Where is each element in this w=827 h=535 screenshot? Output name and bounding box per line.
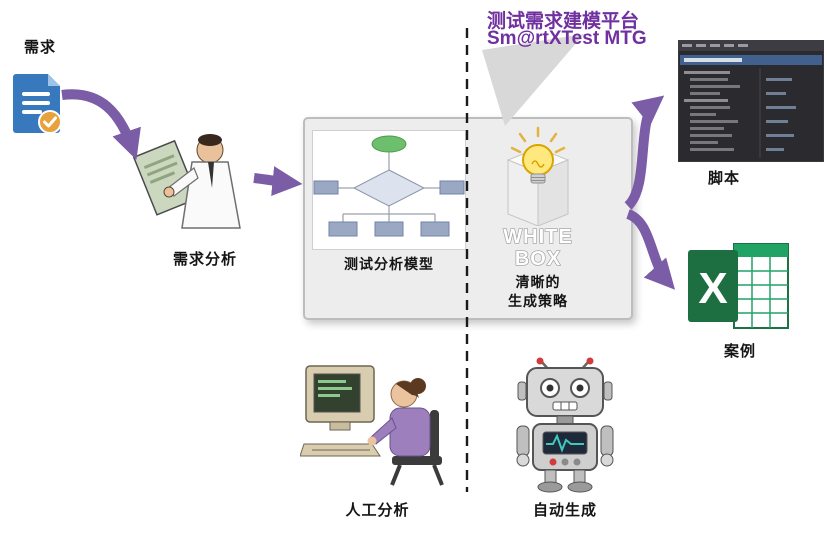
manual-analysis-illustration [300,365,444,486]
check-icon [38,110,62,134]
auto-generation-label: 自动生成 [532,502,597,519]
requirements-analysis-label: 需求分析 [172,251,237,268]
strategy-line1-label: 清晰的 [515,274,561,290]
arrow-analysis-to-model [253,166,303,196]
lightbulb-whitebox-icon [506,126,570,226]
requirements-document-icon [13,74,62,134]
auto-generation-robot [516,357,614,493]
script-editor-screenshot [678,40,824,162]
cases-label: 案例 [723,343,756,360]
arrow-requirements-to-analysis [61,89,141,160]
analyst-figure [132,134,241,229]
requirements-label: 需求 [23,39,56,56]
test-analysis-model-label: 测试分析模型 [344,256,434,272]
script-label: 脚本 [707,170,740,187]
excel-icon: X [688,243,789,329]
white-box-line2: BOX [515,248,561,270]
excel-logo-letter: X [698,264,727,313]
white-box-line1: WHITE [503,226,572,248]
white-box-label: WHITE BOX [503,225,573,270]
light-rays-icon [510,126,566,154]
strategy-line2-label: 生成策略 [508,293,568,309]
platform-title: 测试需求建模平台 [487,11,640,32]
manual-analysis-label: 人工分析 [345,502,410,519]
test-analysis-flowchart [312,130,466,250]
product-name: Sm@rtXTest MTG [487,28,647,49]
arrow-model-to-cases [625,209,676,290]
